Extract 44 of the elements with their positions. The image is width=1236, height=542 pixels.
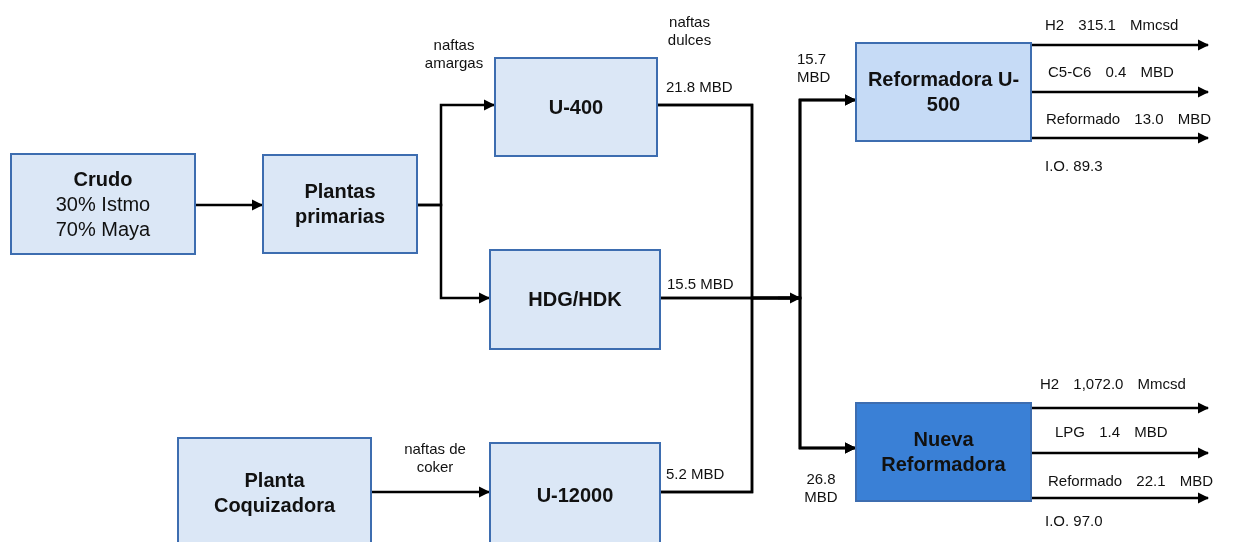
box-title: U-12000	[535, 483, 615, 508]
flow-label: I.O. 97.0	[1045, 512, 1103, 530]
process-box	[855, 402, 1032, 502]
process-box	[489, 249, 661, 350]
flow-label: 26.8 MBD	[803, 470, 839, 506]
process-box	[494, 57, 658, 157]
box-title: Plantas primarias	[293, 179, 387, 229]
edge-label: 5.2 MBD	[666, 465, 725, 483]
edge-label: naftas amargas	[423, 36, 485, 72]
edge-label: H2 1,072.0 Mmcsd	[1040, 375, 1186, 393]
edge-label: 21.8 MBD	[666, 78, 733, 96]
arrow	[196, 199, 264, 211]
edge-label: LPG 1.4 MBD	[1055, 423, 1168, 441]
box-title: HDG/HDK	[527, 287, 623, 312]
box-title: U-400	[547, 94, 605, 120]
edge-label: Reformado 13.0 MBD	[1046, 110, 1212, 128]
junction-arrow	[778, 292, 802, 304]
edge-label: Reformado 22.1 MBD	[1048, 472, 1214, 490]
flow-label: naftas dulces	[666, 13, 713, 49]
arrow	[1032, 447, 1210, 459]
arrow	[418, 203, 491, 304]
arrow	[372, 486, 491, 498]
box-title: Nueva Reformadora	[880, 427, 1007, 477]
process-box	[855, 42, 1032, 142]
arrow	[1032, 39, 1210, 51]
edge-label: 15.5 MBD	[667, 275, 734, 293]
edge-label: H2 315.1 Mmcsd	[1045, 16, 1179, 34]
process-box	[177, 437, 372, 542]
process-box	[489, 442, 661, 542]
edge-label: naftas de coker	[403, 440, 467, 476]
box-title: Reformadora U-500	[866, 67, 1021, 117]
edge-label: C5-C6 0.4 MBD	[1048, 63, 1174, 81]
arrow	[1032, 492, 1210, 504]
arrow	[1032, 86, 1210, 98]
arrow	[1032, 132, 1210, 144]
box-title: Planta Coquizadora	[212, 468, 337, 518]
process-box	[262, 154, 418, 254]
flow-label: 15.7 MBD	[797, 50, 832, 86]
box-text: 30% Istmo 70% Maya	[54, 191, 152, 242]
flow-label: I.O. 89.3	[1045, 157, 1103, 175]
arrow	[1032, 402, 1210, 414]
arrow	[661, 296, 857, 494]
box-title: Crudo	[72, 166, 134, 192]
process-box	[10, 153, 196, 255]
